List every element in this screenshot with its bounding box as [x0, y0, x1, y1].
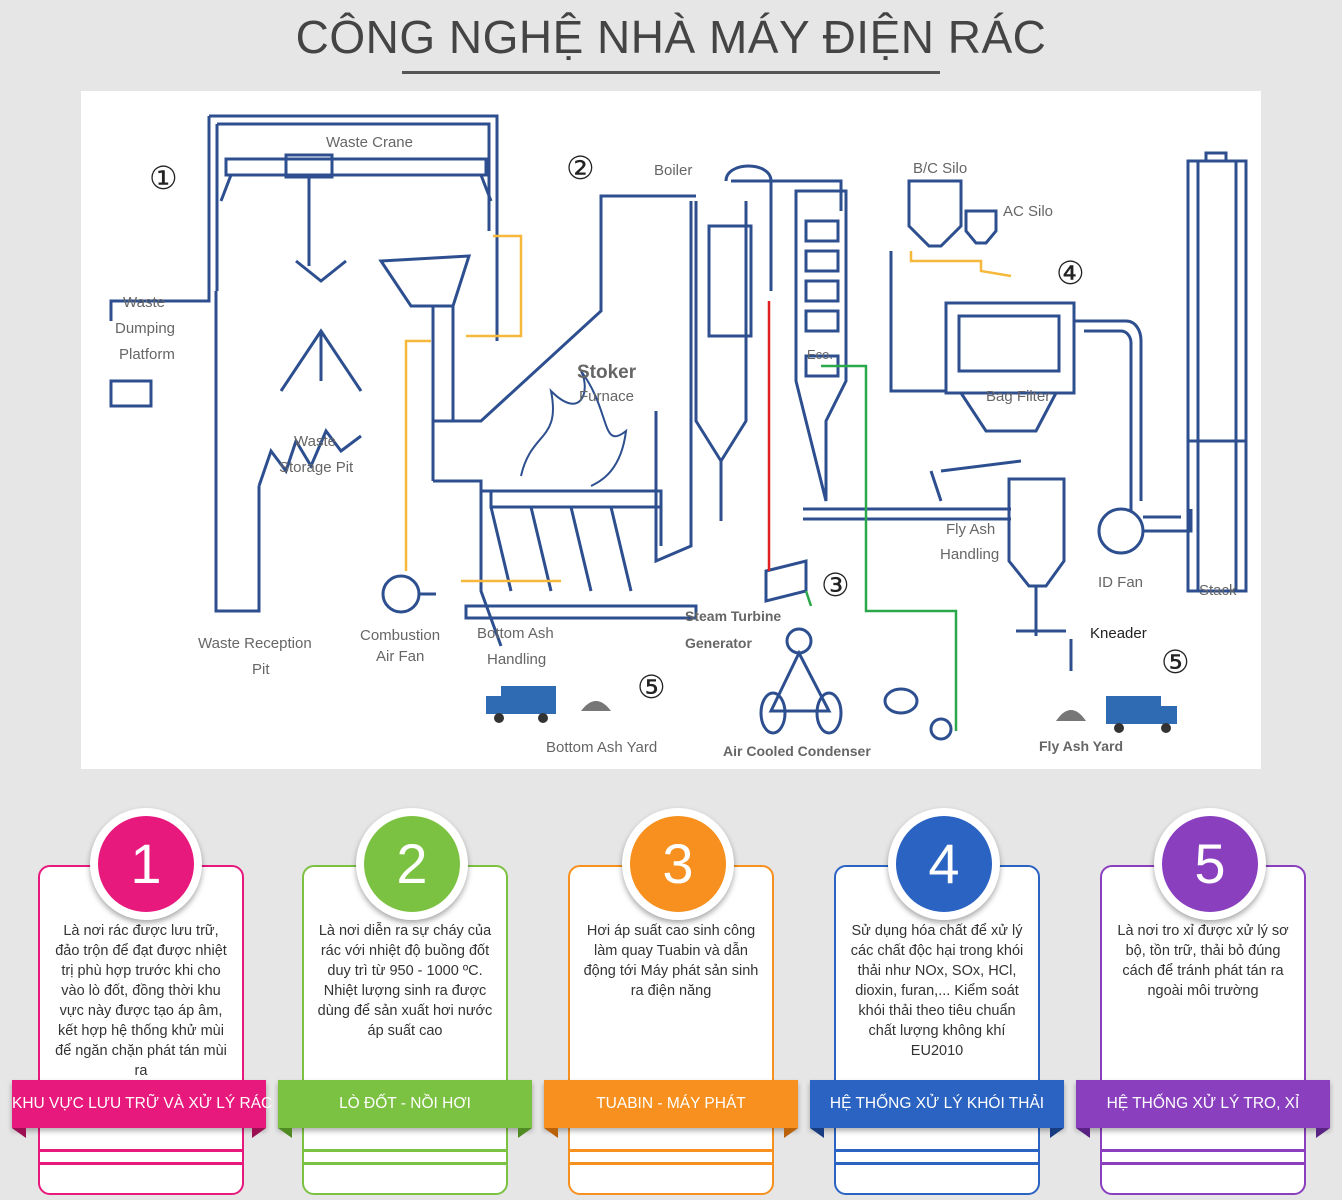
fly-ash-truck: [1106, 696, 1177, 733]
bc-silo: [907, 179, 963, 248]
step-label-2: LÒ ĐỐT - NỒI HƠI: [278, 1080, 532, 1128]
combustion-air-fan: [381, 574, 421, 614]
step-label-5: HỆ THỐNG XỬ LÝ TRO, XỈ: [1076, 1080, 1330, 1128]
label-furnace: Furnace: [579, 388, 634, 405]
step-number-1: 1: [90, 808, 202, 920]
banner-fold: [544, 1128, 558, 1138]
step-text: Hơi áp suất cao sinh công làm quay Tuabi…: [583, 923, 759, 999]
marker-4: ④: [1056, 255, 1085, 291]
eco-column: [794, 189, 848, 502]
label-fly-ash-yard: Fly Ash Yard: [1039, 738, 1123, 754]
label-storage-pit-1: Waste: [294, 433, 336, 450]
banner-fold: [810, 1128, 824, 1138]
label-air-condenser: Air Cooled Condenser: [723, 743, 871, 759]
banner-fold: [12, 1128, 26, 1138]
label-eco: Eco.: [807, 347, 833, 362]
step-card-4: Sử dụng hóa chất để xử lý các chất độc h…: [834, 865, 1040, 1195]
id-fan: [1097, 507, 1145, 555]
page-title: CÔNG NGHỆ NHÀ MÁY ĐIỆN RÁC: [295, 11, 1047, 63]
process-diagram-svg: Waste Crane Boiler B/C Silo AC Silo Wast…: [109, 114, 1248, 759]
banner-fold: [278, 1128, 292, 1138]
banner-fold: [1050, 1128, 1064, 1138]
banner-fold: [1076, 1128, 1090, 1138]
label-id-fan: ID Fan: [1098, 574, 1143, 591]
label-storage-pit-2: Storage Pit: [279, 459, 354, 476]
step-number-2: 2: [356, 808, 468, 920]
label-comb-fan-2: Air Fan: [376, 648, 424, 665]
step-card-1: Là nơi rác được lưu trữ, đảo trộn để đạt…: [38, 865, 244, 1195]
banner-fold: [252, 1128, 266, 1138]
label-generator: Generator: [685, 635, 752, 651]
ash-pile: [581, 701, 611, 711]
generator: [785, 627, 813, 655]
bag-filter: [944, 301, 1076, 395]
marker-3: ③: [821, 567, 850, 603]
marker-5-fly: ⑤: [1161, 644, 1190, 680]
label-fly-ash-2: Handling: [940, 546, 999, 563]
feed-hopper: [378, 254, 472, 308]
step-label-4: HỆ THỐNG XỬ LÝ KHÓI THẢI: [810, 1080, 1064, 1128]
label-comb-fan-1: Combustion: [360, 627, 440, 644]
step-number-4: 4: [888, 808, 1000, 920]
banner-fold: [1316, 1128, 1330, 1138]
label-waste-crane: Waste Crane: [326, 134, 413, 151]
label-bottom-ash-1: Bottom Ash: [477, 625, 554, 642]
label-waste-dumping-2: Dumping: [115, 320, 175, 337]
title-underline: [402, 71, 940, 74]
step-label-3: TUABIN - MÁY PHÁT: [544, 1080, 798, 1128]
step-number-5: 5: [1154, 808, 1266, 920]
fly-ash-pile: [1056, 710, 1086, 721]
label-waste-dumping-3: Platform: [119, 346, 175, 363]
label-bottom-ash-yard: Bottom Ash Yard: [546, 739, 657, 756]
label-bag-filter: Bag Filter: [986, 388, 1050, 405]
label-waste-dumping-1: Waste: [123, 294, 165, 311]
label-stack: Stack: [1199, 582, 1237, 599]
label-reception-2: Pit: [252, 661, 270, 678]
label-stoker: Stoker: [577, 362, 637, 383]
label-bc-silo: B/C Silo: [913, 160, 967, 177]
step-text: Là nơi tro xỉ được xử lý sơ bộ, tồn trữ,…: [1117, 923, 1289, 999]
marker-5-bottom: ⑤: [637, 669, 666, 705]
label-bottom-ash-2: Handling: [487, 651, 546, 668]
step-number-3: 3: [622, 808, 734, 920]
marker-2: ②: [566, 150, 595, 186]
building-outline: [209, 114, 499, 341]
flame: [520, 370, 628, 487]
steam-turbine: [764, 559, 808, 603]
banner-fold: [518, 1128, 532, 1138]
step-card-2: Là nơi diễn ra sự cháy của rác với nhiệt…: [302, 865, 508, 1195]
label-ac-silo: AC Silo: [1003, 203, 1053, 220]
step-text: Là nơi diễn ra sự cháy của rác với nhiệt…: [317, 923, 493, 1039]
bottom-ash-truck: [486, 686, 556, 723]
label-fly-ash-1: Fly Ash: [946, 521, 995, 538]
ac-silo: [964, 209, 998, 245]
step-text: Sử dụng hóa chất để xử lý các chất độc h…: [850, 923, 1024, 1059]
label-steam-turbine: Steam Turbine: [685, 608, 781, 624]
step-text: Là nơi rác được lưu trữ, đảo trộn để đạt…: [55, 923, 227, 1079]
furnace-outline: [433, 194, 696, 423]
process-diagram: Waste Crane Boiler B/C Silo AC Silo Wast…: [81, 91, 1261, 769]
label-kneader: Kneader: [1090, 625, 1147, 642]
label-boiler: Boiler: [654, 162, 692, 179]
label-reception-1: Waste Reception: [198, 635, 312, 652]
step-card-3: Hơi áp suất cao sinh công làm quay Tuabi…: [568, 865, 774, 1195]
step-label-1: KHU VỰC LƯU TRỮ VÀ XỬ LÝ RÁC: [12, 1080, 272, 1128]
banner-fold: [784, 1128, 798, 1138]
marker-1: ①: [149, 160, 178, 196]
waste-crane-rail: [224, 157, 488, 177]
